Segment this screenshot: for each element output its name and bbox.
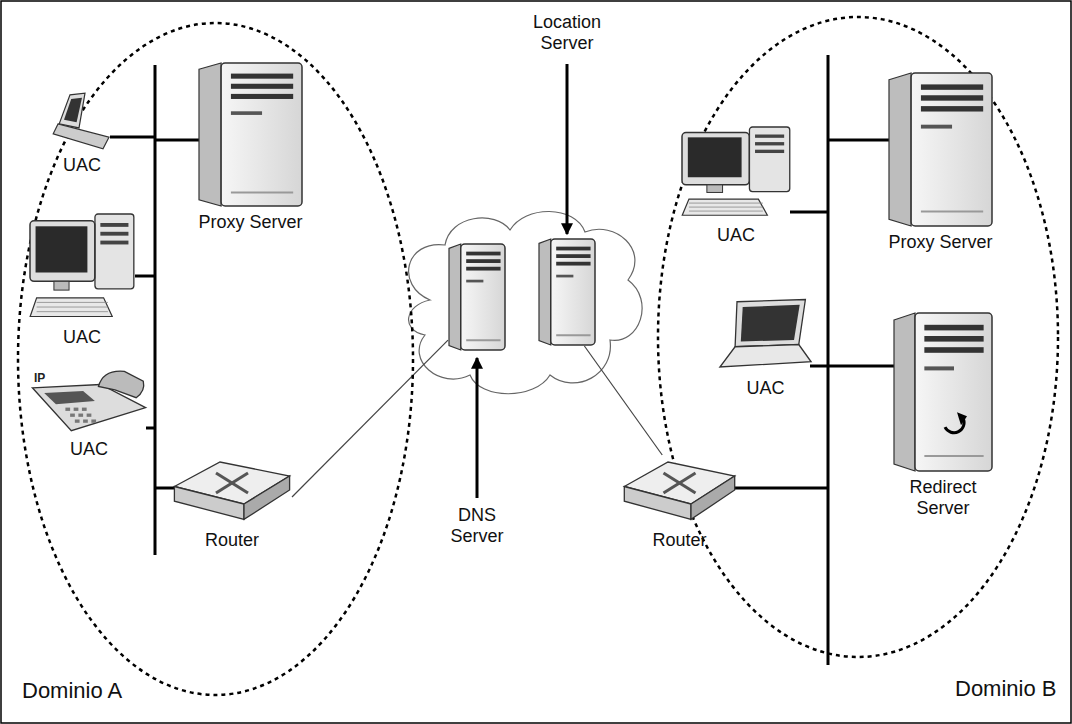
router-icon — [172, 455, 292, 525]
network-link — [292, 340, 448, 497]
device-label: UAC — [0, 327, 166, 348]
pc-icon — [28, 212, 136, 322]
server-icon — [888, 72, 993, 227]
redirect-icon — [893, 312, 993, 472]
device-label: UAC — [0, 439, 178, 460]
domain-outline — [615, 12, 1065, 712]
network-device: Proxy Server — [888, 72, 993, 227]
device-marking: IP — [34, 371, 45, 385]
lan-bus — [110, 55, 895, 665]
device-label: Location Server — [522, 12, 612, 53]
phone-icon — [52, 92, 112, 150]
device-label: UAC — [688, 378, 843, 399]
pointer-arrow — [476, 358, 479, 498]
router-icon — [622, 455, 737, 525]
domain-region: Dominio AUACProxy ServerUACUACRouter — [10, 18, 425, 713]
server-icon — [448, 243, 506, 351]
network-device: DNS Server — [448, 243, 506, 351]
network-device: UAC — [52, 92, 112, 150]
ipphone-icon — [30, 368, 148, 434]
network-device: Router — [172, 455, 292, 525]
network-cloud — [409, 211, 643, 393]
network-device: Location Server — [538, 238, 596, 346]
device-label: Router — [592, 530, 767, 551]
pc-icon — [680, 125, 792, 220]
network-link — [584, 346, 662, 455]
network-device: Redirect Server — [893, 312, 993, 472]
device-label: UAC — [22, 155, 142, 176]
device-label: UAC — [650, 225, 822, 246]
network-device: Proxy Server — [198, 62, 303, 207]
device-label: Redirect Server — [893, 477, 993, 518]
network-device: UAC — [718, 298, 813, 373]
server-icon — [538, 238, 596, 346]
network-device: UAC — [28, 212, 136, 322]
device-label: Proxy Server — [858, 232, 1023, 253]
server-icon — [198, 62, 303, 207]
device-label: DNS Server — [442, 505, 512, 546]
domain-label: Dominio B — [955, 676, 1056, 701]
device-label: Router — [142, 530, 322, 551]
domain-region: Dominio BUACProxy ServerUACRedirect Serv… — [615, 12, 1065, 712]
network-device: Router — [622, 455, 737, 525]
network-device: UAC — [30, 368, 148, 434]
laptop-icon — [718, 298, 813, 373]
device-label: Proxy Server — [168, 212, 333, 233]
domain-label: Dominio A — [22, 678, 122, 703]
pointer-arrow — [566, 64, 569, 234]
network-device: UAC — [680, 125, 792, 220]
